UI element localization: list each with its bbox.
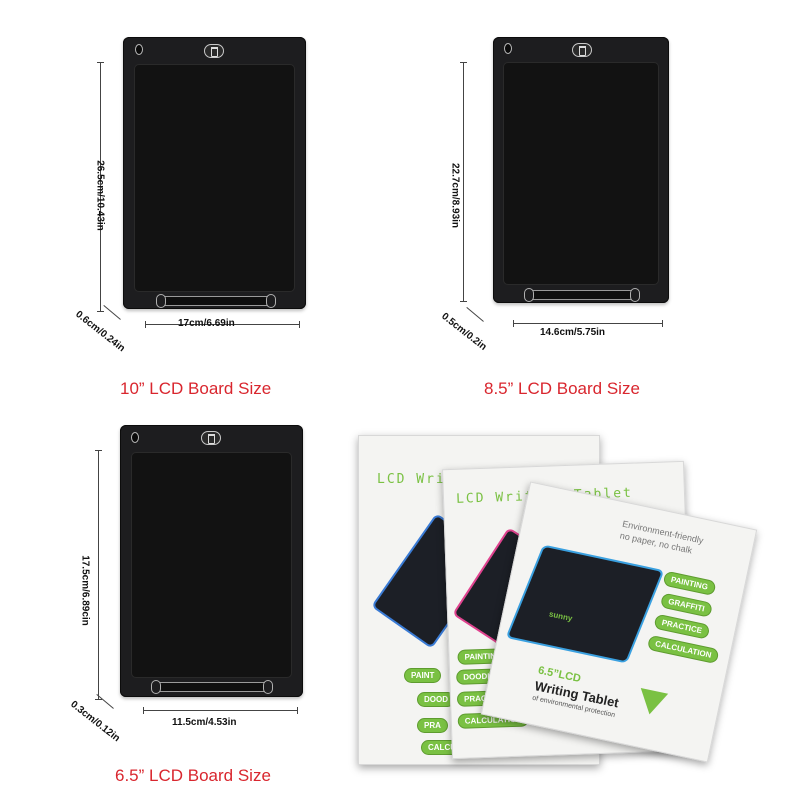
- caption-8-5-inch: 8.5” LCD Board Size: [484, 379, 640, 398]
- stylus-pen-icon: [524, 288, 640, 302]
- mini-tablet-icon: [508, 546, 662, 662]
- camera-hole-icon: [136, 45, 142, 54]
- thickness-dimension-label: 0.3cm/0.12in: [68, 699, 122, 745]
- height-dimension-line: [95, 450, 102, 700]
- feature-pill: CALCULATION: [646, 634, 720, 665]
- width-dimension-line: [145, 321, 300, 328]
- caption-6-5-inch: 6.5” LCD Board Size: [115, 766, 271, 785]
- width-dimension-label: 11.5cm/4.53in: [172, 717, 237, 728]
- width-dimension-label: 17cm/6.69in: [178, 318, 235, 329]
- thickness-dimension-line: [96, 694, 114, 709]
- tablet-8-5-inch: [493, 37, 669, 303]
- erase-button-icon: [204, 44, 224, 58]
- width-dimension-line: [143, 707, 298, 714]
- thickness-dimension-label: 0.5cm/0.2in: [439, 311, 489, 353]
- feature-pill: GRAFFITI: [659, 592, 713, 618]
- tablet-6-5-inch: [120, 425, 303, 697]
- tablet-10-inch: [123, 37, 306, 309]
- width-dimension-label: 14.6cm/5.75in: [540, 327, 606, 338]
- height-dimension-line: [97, 62, 104, 312]
- stylus-pen-icon: [151, 680, 273, 694]
- feature-pill: PAINT: [404, 668, 442, 683]
- triangle-logo-icon: [635, 687, 669, 718]
- camera-hole-icon: [132, 433, 138, 442]
- width-dimension-line: [513, 320, 663, 327]
- erase-button-icon: [201, 431, 221, 445]
- erase-button-icon: [572, 43, 592, 57]
- stylus-pen-icon: [156, 294, 276, 308]
- camera-hole-icon: [505, 44, 511, 53]
- caption-10-inch: 10” LCD Board Size: [120, 379, 272, 398]
- feature-pill: PAINTING: [662, 570, 717, 596]
- height-dimension-line: [460, 62, 467, 302]
- packaging-photo: LCD Writing Tablet PAINT DOOD PRA CALCUL…: [355, 425, 765, 765]
- feature-pill: PRA: [417, 718, 448, 733]
- height-dimension-label: 17.5cm/6.89cin: [79, 555, 91, 626]
- tablet-screen: [132, 453, 291, 677]
- height-dimension-label: 22.7cm/8.93in: [449, 162, 461, 229]
- thickness-dimension-line: [103, 305, 121, 320]
- package-card-front: Environment-friendly no paper, no chalk …: [480, 481, 758, 763]
- thickness-dimension-label: 0.6cm/0.24in: [73, 309, 127, 355]
- height-dimension-label: 26.5cm/10.43in: [94, 160, 106, 231]
- tablet-screen: [504, 63, 658, 284]
- feature-pill: PRACTICE: [653, 613, 711, 640]
- tablet-screen: [135, 65, 294, 291]
- thickness-dimension-line: [466, 307, 484, 322]
